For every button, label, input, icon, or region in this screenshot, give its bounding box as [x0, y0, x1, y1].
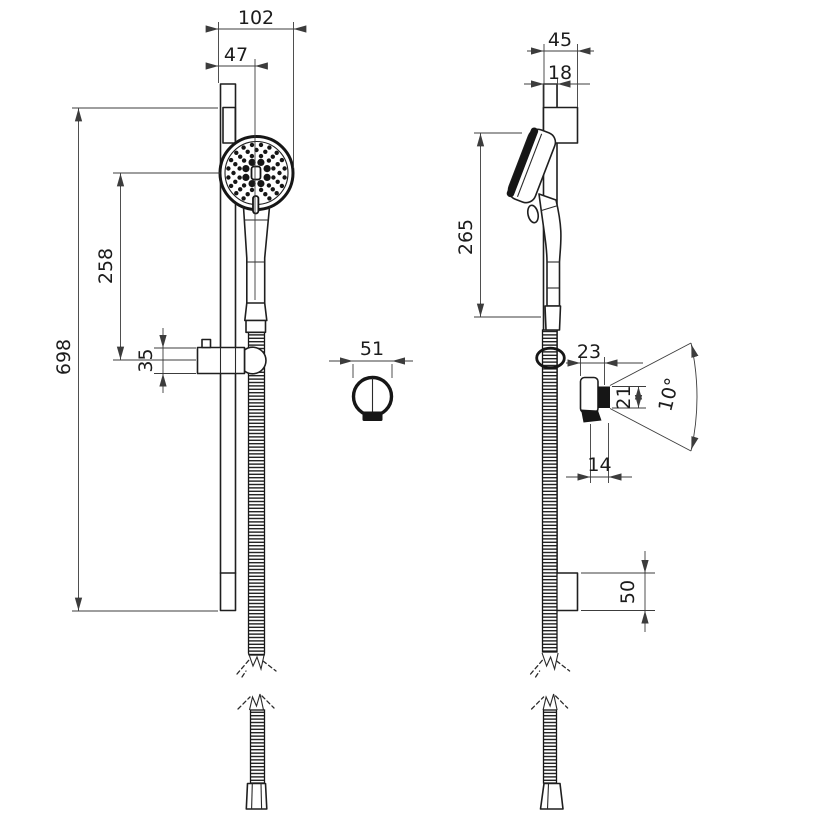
- nozzle-dot: [279, 183, 285, 189]
- handset-handle-front: [242, 206, 271, 334]
- nozzle-dot: [270, 187, 275, 192]
- nozzle-dot: [263, 173, 271, 181]
- ring-clip: [362, 411, 383, 421]
- handset-head-side: [506, 127, 557, 204]
- nozzle-dot: [282, 175, 287, 180]
- hose-connector-side: [539, 782, 564, 810]
- nozzle-dot: [228, 157, 234, 163]
- nozzle-dot: [263, 165, 271, 173]
- front-view: [196, 83, 295, 810]
- nozzle-dot: [274, 150, 279, 155]
- dim-ring-diameter-label: 51: [360, 338, 384, 360]
- nozzle-dot: [263, 192, 268, 197]
- nozzle-dot: [242, 173, 250, 181]
- spray-mode-slot: [252, 195, 260, 215]
- nozzle-dot: [245, 149, 250, 154]
- nozzle-dot: [275, 162, 280, 167]
- dim-head-center-label: 47: [224, 44, 248, 66]
- top-wall-bracket-side: [542, 106, 579, 144]
- nozzle-dot: [271, 166, 276, 171]
- dim-rail-length-label: 698: [53, 339, 75, 375]
- nozzle-dot: [249, 142, 255, 148]
- hose-ring-detail: [351, 375, 394, 421]
- nozzle-dot: [275, 179, 280, 184]
- hose-nut-front: [245, 319, 267, 334]
- nozzle-dot: [267, 145, 272, 150]
- nozzle-dot: [231, 170, 236, 176]
- nozzle-dot: [242, 165, 250, 173]
- dim-head-to-holder-label: 258: [95, 248, 117, 284]
- shower-hose-tail-side: [542, 709, 558, 784]
- hose-guide-ring-side: [535, 346, 566, 370]
- nozzle-dot: [258, 142, 264, 148]
- dim-bottom-bracket-height-label: 50: [617, 580, 639, 604]
- dim-handset-length-label: 265: [455, 219, 477, 255]
- dim-holder-block-height-label: 21: [613, 385, 635, 409]
- nozzle-dot: [245, 192, 250, 197]
- dim-holder-depth-label: 23: [577, 341, 601, 363]
- dim-holder-base-label: 14: [587, 454, 611, 476]
- dim-rail-depth-label: 18: [548, 62, 572, 84]
- holder-base-wedge: [581, 409, 602, 423]
- nozzle-dot: [241, 145, 246, 150]
- nozzle-dot: [279, 157, 285, 163]
- dimensions: 102 47 698 258 35 51: [53, 7, 699, 632]
- holder-detail: [579, 376, 610, 423]
- nozzle-dot: [257, 158, 265, 166]
- nozzle-dot: [234, 191, 239, 196]
- nozzle-dot: [248, 180, 256, 188]
- nozzle-dot: [282, 166, 287, 171]
- dim-bracket-depth-label: 45: [548, 29, 572, 51]
- nozzle-dot: [263, 149, 268, 154]
- nozzle-dot: [226, 166, 231, 171]
- nozzle-dot: [241, 196, 246, 201]
- dim-holder-height-label: 35: [135, 348, 157, 372]
- nozzle-dot: [238, 187, 243, 192]
- nozzle-dot: [237, 166, 242, 171]
- nozzle-dot: [228, 183, 234, 189]
- nozzle-dot: [249, 187, 255, 193]
- holder-knob: [201, 338, 212, 349]
- nozzle-dot: [233, 179, 238, 184]
- nozzle-dot: [271, 175, 276, 180]
- hanging-loop: [526, 204, 540, 224]
- nozzle-dot: [249, 153, 255, 159]
- nozzle-dot: [226, 175, 231, 180]
- slider-holder-front: [196, 338, 267, 375]
- nozzle-dot: [248, 158, 256, 166]
- nozzle-dot: [237, 175, 242, 180]
- nozzle-dot: [266, 158, 272, 163]
- top-wall-bracket-front: [222, 106, 237, 144]
- nozzle-dot: [270, 154, 275, 159]
- nozzle-dot: [266, 183, 272, 188]
- hose-connector-front: [245, 782, 268, 810]
- holder-mount-block: [598, 386, 610, 408]
- shower-hose-side: [541, 329, 558, 653]
- spray-center-hole: [250, 165, 262, 181]
- nozzle-dot: [258, 187, 264, 193]
- handset-handle-side: [538, 193, 562, 331]
- shower-hose-front: [247, 331, 266, 656]
- hose-nut-side: [544, 305, 562, 331]
- nozzle-dot: [241, 158, 247, 163]
- nozzle-dot: [257, 180, 265, 188]
- nozzle-dot: [258, 153, 264, 159]
- nozzle-dot: [234, 150, 239, 155]
- nozzle-dot: [267, 196, 272, 201]
- nozzle-dot: [238, 154, 243, 159]
- dim-head-width-label: 102: [238, 7, 274, 29]
- shower-hose-tail-front: [249, 709, 266, 784]
- spray-dots: [226, 142, 287, 201]
- nozzle-dot: [274, 191, 279, 196]
- side-view: [506, 83, 610, 810]
- nozzle-dot: [233, 162, 238, 167]
- nozzle-dot: [241, 183, 247, 188]
- dim-holder-angle-label: 10°: [654, 376, 683, 414]
- nozzle-dot: [277, 170, 282, 176]
